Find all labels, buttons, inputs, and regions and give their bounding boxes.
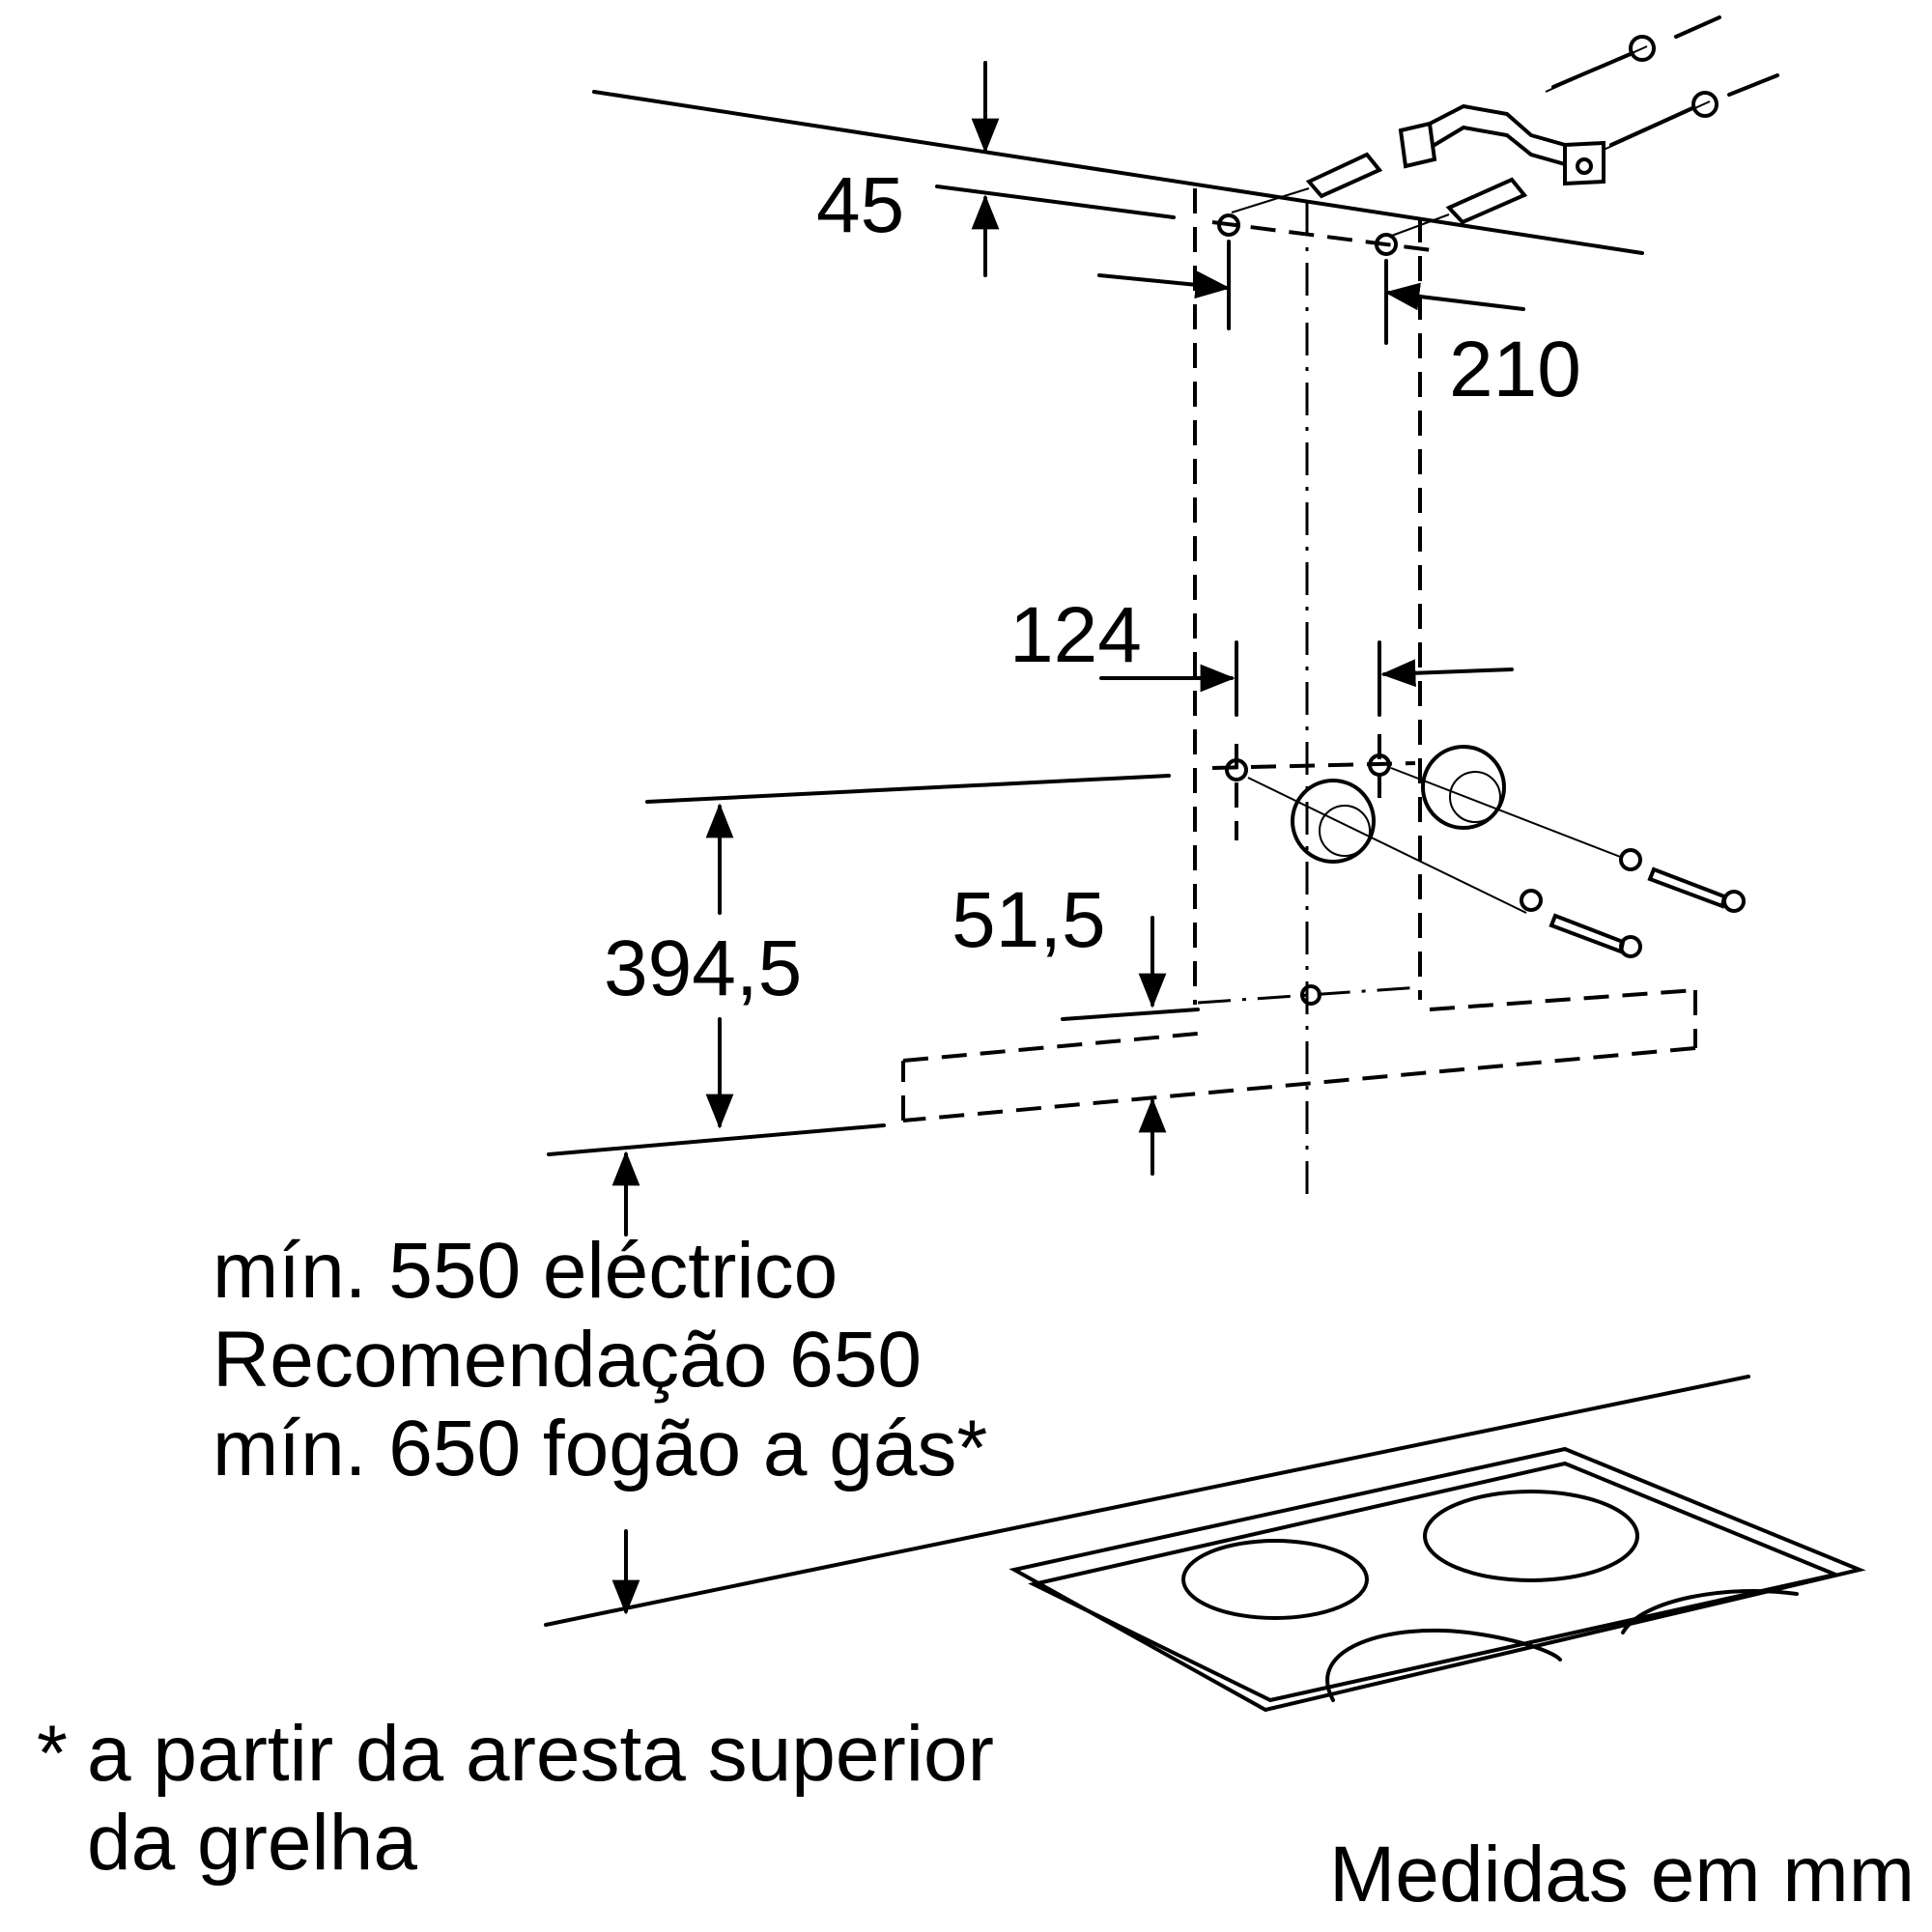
wall-plug-icon	[1247, 777, 1527, 914]
screw-icon	[1647, 867, 1746, 913]
requirement-gas: mín. 650 fogão a gás*	[213, 1405, 988, 1492]
footnote-line-1: a partir da aresta superior	[87, 1710, 994, 1798]
lower-hole-right	[1368, 753, 1391, 777]
dim-label-bracket-height: 394,5	[604, 924, 802, 1012]
wall-plug-icon	[1388, 177, 1528, 238]
dim-top-offset: 45	[816, 61, 1176, 277]
clearance-requirements: mín. 550 eléctrico Recomendação 650 mín.…	[213, 1227, 987, 1493]
ceiling-mounting-bracket	[1398, 103, 1605, 186]
dim-bracket-height: 394,5	[547, 774, 1171, 1156]
cooktop-icon	[544, 1375, 1866, 1713]
dim-hole-spacing: 124	[1009, 591, 1514, 717]
footnote: *a partir da aresta superior da grelha	[37, 1710, 994, 1888]
requirement-electric: mín. 550 eléctrico	[213, 1227, 838, 1315]
requirement-recommended: Recomendação 650	[213, 1316, 922, 1404]
wall-plug-icon	[1231, 152, 1383, 213]
dim-hole-offset: 51,5	[952, 876, 1200, 1176]
washer-icon	[1619, 848, 1642, 871]
screw-icon	[1545, 15, 1721, 93]
screw-icon	[1603, 73, 1779, 151]
upper-hole-left	[1217, 213, 1240, 237]
upper-hole-right	[1375, 233, 1398, 256]
dim-bracket-width: 210	[1097, 240, 1581, 413]
dim-label-top-offset: 45	[816, 161, 904, 249]
wall-plug-icon	[1390, 745, 1624, 859]
dim-label-hole-spacing: 124	[1009, 591, 1142, 679]
screw-icon	[1548, 913, 1642, 958]
hood-canopy-outline	[901, 984, 1697, 1122]
footnote-marker: *	[37, 1710, 68, 1798]
units-label: Medidas em mm	[1328, 1831, 1915, 1918]
dim-label-hole-offset: 51,5	[952, 876, 1106, 964]
dim-label-bracket-width: 210	[1449, 326, 1581, 413]
washer-icon	[1520, 889, 1543, 912]
footnote-line-2: da grelha	[87, 1799, 417, 1887]
ceiling-line	[592, 90, 1644, 255]
lower-hole-left	[1225, 758, 1248, 781]
